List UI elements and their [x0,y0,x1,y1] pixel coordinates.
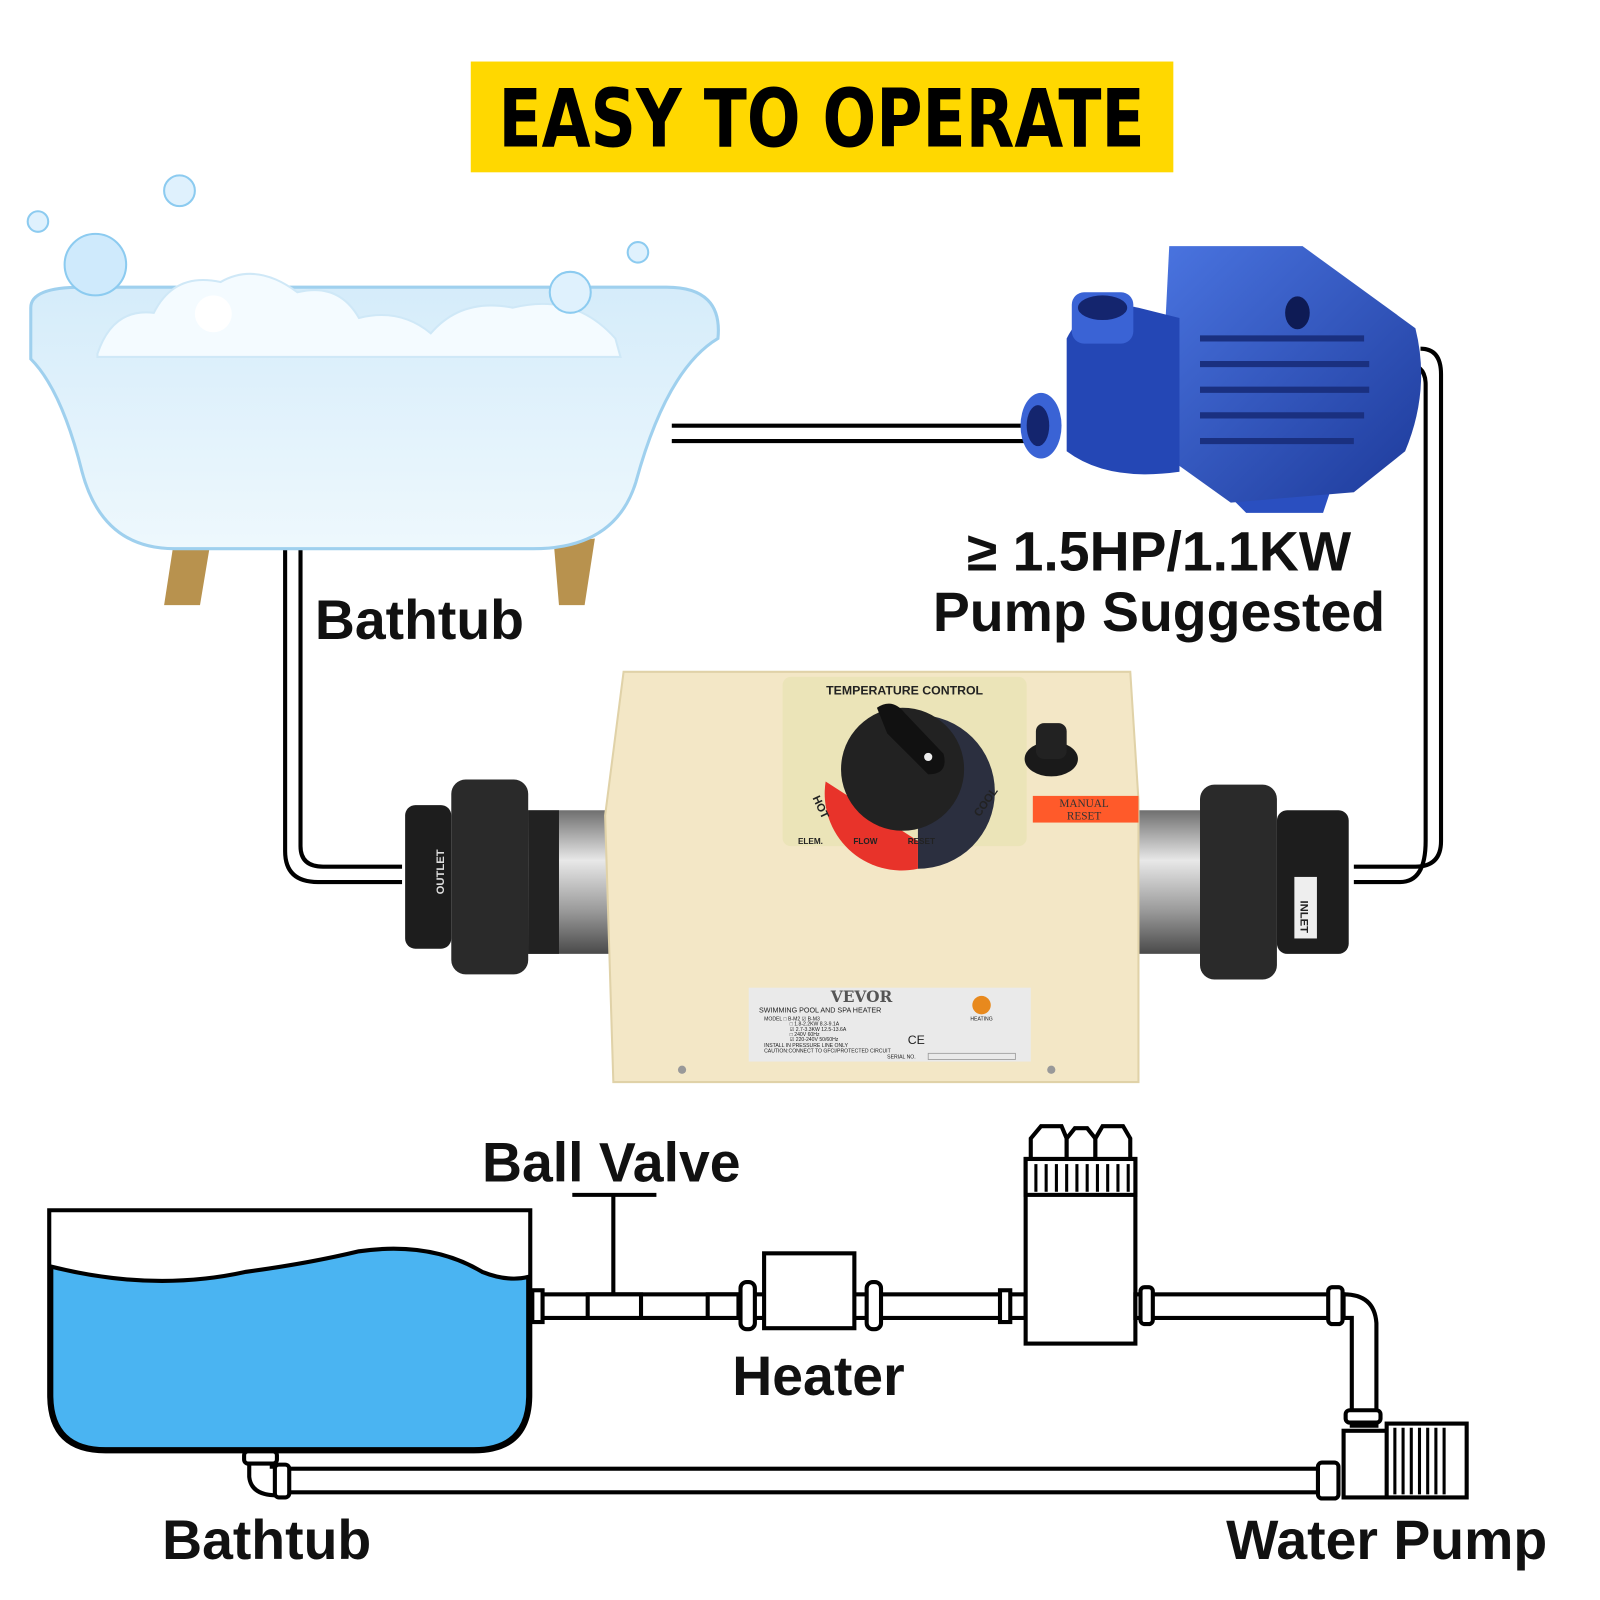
indicator-flow: FLOW [853,837,877,846]
plate-line: ☑ 2.7-3.3KW 12.5-13.6A [790,1027,847,1033]
heater-product: OUTLET INLET TEMPERATURE CONTROL HOT COO… [405,670,1349,1084]
heater-label: Heater [732,1345,904,1407]
plate-line: □ 240V 60Hz [790,1032,820,1038]
product-name: SWIMMING POOL AND SPA HEATER [759,1006,881,1014]
rating-plate: VEVOR SWIMMING POOL AND SPA HEATER MODEL… [748,987,1031,1062]
bathtub-label-bottom: Bathtub [162,1509,371,1571]
heating-indicator-light [972,995,991,1015]
schematic-heater [762,1251,857,1331]
outlet-label: OUTLET [435,849,447,894]
plate-line: CAUTION:CONNECT TO GFCI/PROTECTED CIRCUI… [764,1048,891,1054]
plate-line: INSTALL IN PRESSURE LINE ONLY [764,1043,849,1049]
inlet-label: INLET [1298,901,1310,934]
title-text: EASY TO OPERATE [498,73,1144,166]
heating-label: HEATING [970,1017,992,1023]
brand-logo: VEVOR [830,988,893,1006]
manual-reset-label-1: MANUAL [1059,798,1109,810]
ball-valve-label: Ball Valve [482,1132,741,1194]
bathtub-label-top: Bathtub [315,589,524,651]
indicator-elem: ELEM. [798,837,823,846]
pump-spec-line2: Pump Suggested [933,581,1385,643]
serial-label: SERIAL NO. [887,1054,915,1060]
water-pump-label: Water Pump [1226,1509,1547,1571]
temperature-dial[interactable] [841,707,965,831]
ce-mark: CE [908,1033,925,1047]
title-banner: EASY TO OPERATE [470,61,1174,173]
temperature-control-label: TEMPERATURE CONTROL [826,683,983,697]
ball-valve-body [585,1292,644,1320]
schematic-water-pump [1341,1428,1392,1500]
plumbing-schematic [47,1124,1469,1501]
tank-water [49,1246,531,1452]
indicator-reset: RESET [908,837,935,846]
pump-spec-line1: ≥ 1.5HP/1.1KW [967,520,1352,582]
plate-line: MODEL □ B-M2 ☑ B-M3 [764,1017,820,1023]
bathtub-illustration [26,174,720,606]
plate-line: ☑ 220-240V 50/60Hz [790,1037,839,1043]
manual-reset-label-2: RESET [1067,810,1102,822]
plate-line: □ 1.8-2.2KW 8.3-9.1A [790,1022,840,1028]
pump-illustration [1020,246,1422,513]
